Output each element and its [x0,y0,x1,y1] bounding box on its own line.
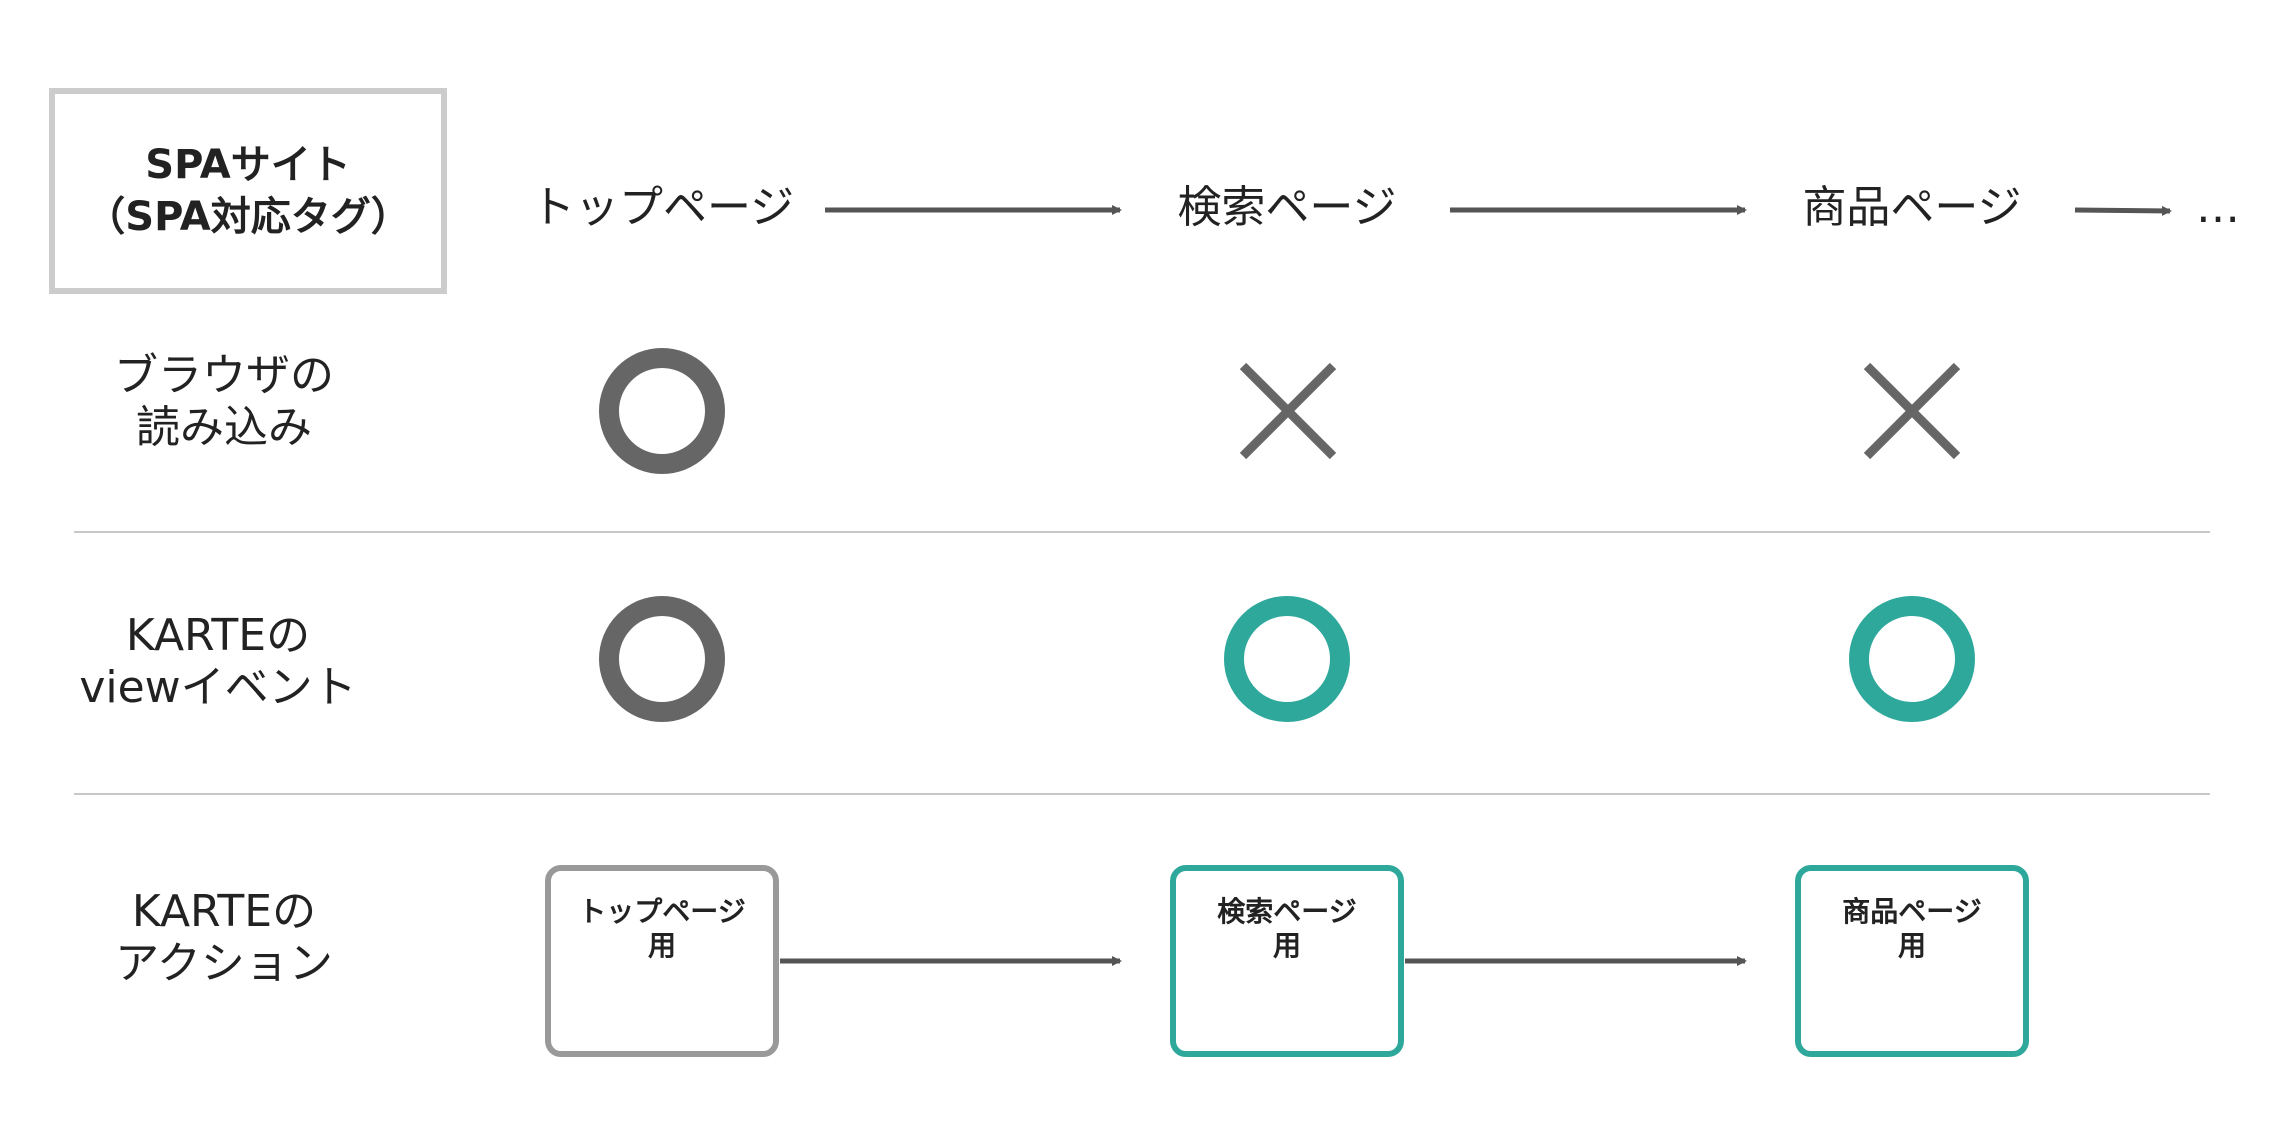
page-label-search: 検索ページ [1177,182,1397,233]
circle-teal-icon [1224,596,1350,722]
row-label-view-event: KARTEの viewイベント [68,610,368,714]
row-label-browser-load: ブラウザの 読み込み [74,350,374,454]
circle-teal-icon [1849,596,1975,722]
action-box-search: 検索ページ 用 [1170,865,1404,1057]
ellipsis-more: … [2196,182,2240,233]
row-label-action: KARTEの アクション [74,886,374,990]
action-box-top: トップページ 用 [545,865,779,1057]
action-label-line1: トップページ [578,895,746,928]
arrow-product-to-more [2074,205,2172,216]
circle-gray-icon [599,596,725,722]
action-label-line2: 用 [1897,929,1926,962]
action-label-line2: 用 [1272,929,1301,962]
page-label-product: 商品ページ [1802,182,2022,233]
row-divider [74,531,2210,533]
title-box: SPAサイト （SPA対応タグ） [49,88,447,294]
row-label-line2: viewイベント [79,662,357,713]
action-label-line1: 商品ページ [1842,895,1982,928]
action-box-product: 商品ページ 用 [1795,865,2029,1057]
row-label-line2: 読み込み [136,402,312,453]
row-label-line1: KARTEの [125,610,311,661]
cross-gray-icon [1863,362,1961,460]
action-label-line2: 用 [647,929,676,962]
title-line1: SPAサイト [145,142,351,188]
row-divider [74,793,2210,795]
title-line2: （SPA対応タグ） [85,194,411,240]
row-label-line1: KARTEの [131,886,317,937]
circle-gray-icon [599,348,725,474]
cross-gray-icon [1239,362,1337,460]
action-label-line1: 検索ページ [1217,895,1357,928]
row-label-line2: アクション [115,938,333,989]
row-label-line1: ブラウザの [114,350,334,401]
page-label-top: トップページ [531,182,795,233]
